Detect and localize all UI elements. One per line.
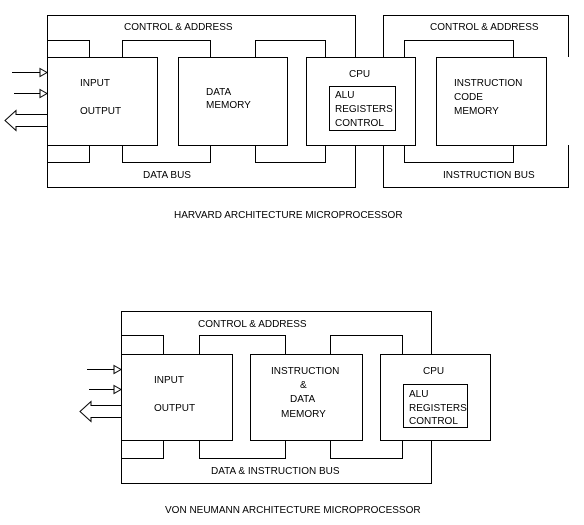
harvard-instruction-memory-line-2: CODE (454, 92, 483, 103)
harvard-output-arrow (4, 109, 47, 132)
vn-output-label: OUTPUT (154, 403, 195, 414)
harvard-control-address-label-right: CONTROL & ADDRESS (430, 22, 539, 33)
harvard-control-bus-right-inner (404, 40, 514, 57)
vn-memory-box (250, 354, 363, 441)
harvard-control-bus-left-right (255, 40, 326, 57)
vn-data-bus-mid (199, 440, 286, 459)
harvard-control-bus-right (383, 15, 569, 57)
harvard-data-bus-label: DATA BUS (143, 170, 191, 181)
harvard-instruction-bus-outer (383, 145, 569, 188)
vn-bus-label: DATA & INSTRUCTION BUS (211, 466, 340, 477)
vn-memory-line-3: DATA (290, 394, 316, 405)
harvard-instruction-memory-line-3: MEMORY (454, 106, 499, 117)
vn-input-arrow-head (113, 364, 123, 375)
vn-caption: VON NEUMANN ARCHITECTURE MICROPROCESSOR (165, 505, 421, 516)
harvard-data-memory-line-1: DATA (206, 87, 232, 98)
harvard-data-bus-mid (122, 145, 211, 163)
harvard-cpu-alu: ALU (335, 90, 354, 101)
harvard-cpu-control: CONTROL (335, 118, 384, 129)
vn-control-address-label: CONTROL & ADDRESS (198, 319, 307, 330)
vn-cpu-alu: ALU (409, 389, 428, 400)
harvard-caption: HARVARD ARCHITECTURE MICROPROCESSOR (174, 210, 403, 221)
vn-control-bus-outer (121, 311, 432, 354)
vn-input-label: INPUT (154, 375, 184, 386)
harvard-input-arrow-head-2 (39, 88, 49, 99)
harvard-cpu-registers: REGISTERS (335, 104, 393, 115)
vn-control-bus-mid (199, 335, 286, 354)
vn-output-arrow (79, 400, 121, 423)
harvard-data-memory-box (178, 57, 288, 146)
harvard-instruction-bus-inner (404, 145, 514, 163)
harvard-cpu-title: CPU (349, 69, 370, 80)
harvard-control-bus-left-top (47, 15, 356, 57)
vn-data-bus-right (330, 440, 403, 459)
harvard-instruction-memory-line-1: INSTRUCTION (454, 78, 522, 89)
vn-cpu-title: CPU (423, 366, 444, 377)
harvard-data-bus-left (47, 145, 90, 163)
harvard-data-bus-outer (47, 145, 356, 188)
harvard-data-bus-right (255, 145, 326, 163)
harvard-control-bus-left (47, 40, 90, 57)
vn-cpu-inner-box (403, 384, 468, 428)
vn-io-box (121, 354, 233, 441)
harvard-cpu-inner-box (329, 86, 396, 131)
harvard-io-box (47, 57, 158, 146)
vn-control-bus-right (330, 335, 403, 354)
harvard-instruction-bus-label: INSTRUCTION BUS (443, 170, 535, 181)
harvard-input-arrow-head (39, 67, 49, 78)
vn-data-bus-left (121, 440, 164, 459)
harvard-control-address-label-left: CONTROL & ADDRESS (124, 22, 233, 33)
vn-memory-line-4: MEMORY (281, 409, 326, 420)
vn-memory-line-2: & (300, 380, 307, 391)
vn-cpu-control: CONTROL (409, 416, 458, 427)
harvard-instruction-memory-box (436, 57, 547, 146)
vn-memory-line-1: INSTRUCTION (271, 366, 339, 377)
vn-control-bus-left (121, 335, 164, 354)
harvard-data-memory-line-2: MEMORY (206, 100, 251, 111)
harvard-output-label: OUTPUT (80, 106, 121, 117)
von-neumann-diagram: INPUT OUTPUT INSTRUCTION & DATA MEMORY C… (79, 311, 491, 516)
vn-cpu-registers: REGISTERS (409, 403, 467, 414)
vn-data-bus-outer (121, 440, 432, 484)
harvard-diagram: INPUT OUTPUT DATA MEMORY CPU ALU REGISTE… (4, 15, 569, 221)
harvard-input-label: INPUT (80, 78, 110, 89)
vn-input-arrow-head-2 (113, 384, 123, 395)
harvard-control-bus-left-mid (122, 40, 211, 57)
